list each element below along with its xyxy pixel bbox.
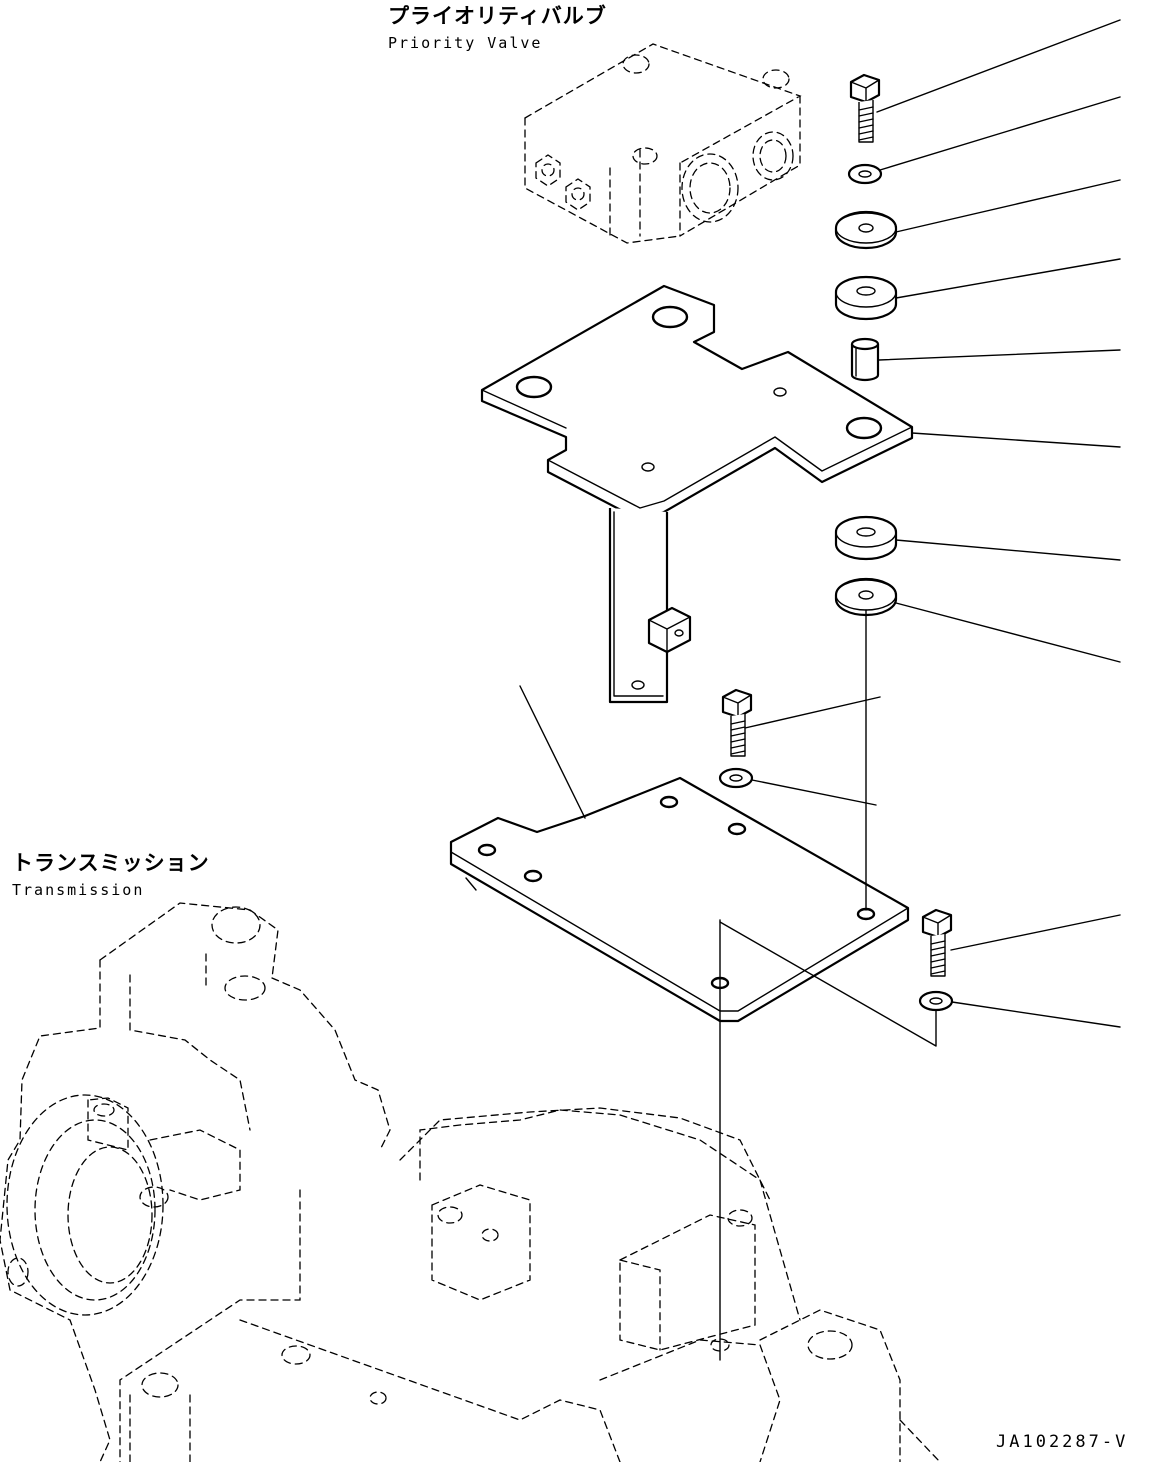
hex-bolt-icon	[921, 908, 953, 977]
mounting-plate-part	[449, 776, 910, 1023]
cushion-icon	[834, 515, 898, 561]
sleeve-icon	[850, 337, 880, 382]
bracket-part	[480, 284, 914, 704]
transmission-label-en: Transmission	[12, 881, 145, 899]
washer-icon	[834, 577, 898, 617]
transmission-phantom	[0, 902, 941, 1462]
washer-icon	[718, 767, 754, 789]
hex-bolt-icon	[849, 73, 881, 143]
leader-lines	[519, 19, 1121, 1361]
washer-icon	[918, 990, 954, 1012]
transmission-label-jp: トランスミッション	[12, 851, 210, 875]
cushion-icon	[834, 275, 898, 321]
priority-valve-label-en: Priority Valve	[388, 34, 543, 52]
washer-icon	[847, 163, 883, 185]
washer-icon	[834, 210, 898, 250]
drawing-code: JA102287-V	[996, 1432, 1129, 1452]
priority-valve-label-jp: プライオリティバルブ	[388, 4, 607, 28]
priority-valve-phantom	[524, 43, 802, 244]
hex-bolt-icon	[721, 688, 753, 757]
